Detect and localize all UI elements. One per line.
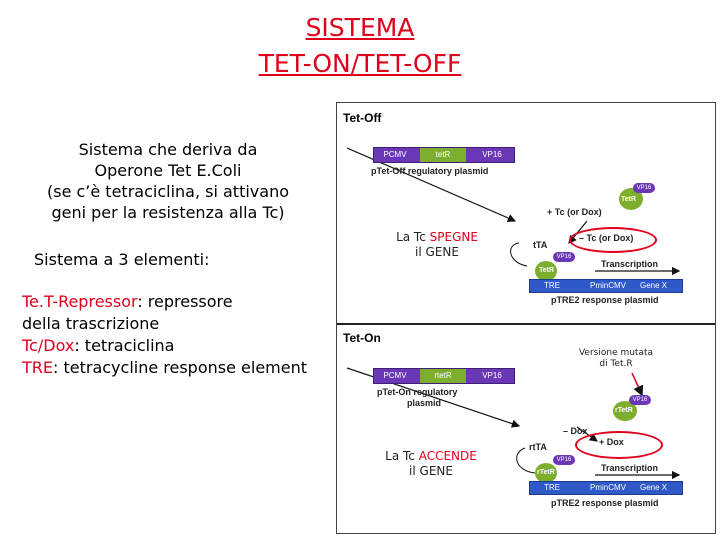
tet-on-curve bbox=[516, 447, 536, 474]
tet-on-activator: rtTA bbox=[529, 442, 547, 452]
tet-off-annotation-line-2: il GENE bbox=[415, 245, 459, 259]
tet-on-min-promoter: PminCMV bbox=[590, 483, 627, 492]
tet-off-annotation: La Tc SPEGNE il GENE bbox=[367, 230, 507, 260]
element-name: Te.T-Repressor bbox=[22, 292, 138, 311]
tet-off-protein-vp: VP16 bbox=[553, 252, 575, 262]
tet-off-plus-tc: + Tc (or Dox) bbox=[547, 207, 602, 217]
tet-on-response-label: pTRE2 response plasmid bbox=[551, 498, 659, 508]
tet-off-promoter: PCMV bbox=[383, 150, 407, 159]
element-desc: : repressore bbox=[137, 292, 233, 311]
element-desc: : tetracycline response element bbox=[53, 358, 308, 377]
tet-on-free-label: rTetR bbox=[615, 407, 633, 414]
tet-off-activator: tTA bbox=[533, 240, 548, 250]
tet-on-annotation-prefix: La Tc bbox=[385, 449, 415, 463]
tet-off-bound-label: TetR bbox=[621, 196, 637, 203]
tet-on-plasmid-label-2: plasmid bbox=[407, 398, 442, 408]
tet-on-free-vp: VP16 bbox=[629, 395, 651, 405]
tet-off-gene-x: Gene X bbox=[640, 281, 668, 290]
intro-line-1: Sistema che deriva da bbox=[78, 140, 258, 159]
tet-on-rtetr-gene: rtetR bbox=[420, 369, 466, 383]
tet-off-response-label: pTRE2 response plasmid bbox=[551, 295, 659, 305]
element-name: TRE bbox=[22, 358, 53, 377]
intro-line-4: geni per la resistenza alla Tc) bbox=[51, 203, 285, 222]
element-item: Te.T-Repressor: repressore bbox=[22, 291, 307, 313]
tet-off-plasmid-label: pTet-Off regulatory plasmid bbox=[371, 166, 489, 176]
tet-off-min-promoter: PminCMV bbox=[590, 281, 627, 290]
tet-on-plus-dox: + Dox bbox=[599, 437, 624, 447]
tet-off-response-plasmid: TRE PminCMV Gene X bbox=[529, 279, 683, 293]
tet-on-mutant-arrow bbox=[631, 372, 644, 397]
tet-on-annotation-key: ACCENDE bbox=[418, 449, 477, 463]
tet-on-minus-dox: – Dox bbox=[563, 426, 588, 436]
tet-on-mutant-line-2: di Tet.R bbox=[599, 359, 633, 369]
element-item: TRE: tetracycline response element bbox=[22, 357, 307, 379]
tet-on-annotation-line-2: il GENE bbox=[409, 464, 453, 478]
element-desc: della trascrizione bbox=[22, 314, 160, 333]
tet-off-annotation-key: SPEGNE bbox=[429, 230, 478, 244]
tet-off-annotation-line-1: La Tc SPEGNE bbox=[367, 230, 507, 245]
element-item: della trascrizione bbox=[22, 313, 307, 335]
intro-line-3: (se c’è tetraciclina, si attivano bbox=[46, 182, 289, 201]
tet-off-title: Tet-Off bbox=[343, 111, 382, 125]
tet-on-response-plasmid: TRE PminCMV Gene X bbox=[529, 481, 683, 495]
tet-off-annotation-prefix: La Tc bbox=[396, 230, 426, 244]
tet-off-protein bbox=[535, 261, 557, 281]
element-item: Tc/Dox: tetraciclina bbox=[22, 335, 307, 357]
tet-system-figure: Tet-Off PCMV tetR VP16 pTet-Off regulato… bbox=[336, 102, 716, 534]
tet-off-transcription: Transcription bbox=[601, 259, 659, 269]
tet-off-protein-label: TetR bbox=[539, 267, 555, 274]
tet-off-plasmid: PCMV tetR VP16 bbox=[373, 147, 515, 163]
tet-on-free-protein bbox=[613, 401, 637, 421]
tet-on-annotation-line-1: La Tc ACCENDE bbox=[361, 449, 501, 464]
tet-on-gene-x: Gene X bbox=[640, 483, 668, 492]
title-line-2: TET-ON/TET-OFF bbox=[258, 49, 462, 78]
tet-off-tetr-gene: tetR bbox=[420, 148, 466, 162]
tet-on-title: Tet-On bbox=[343, 331, 381, 345]
tet-off-bound-protein bbox=[619, 188, 643, 210]
title-line-1: SISTEMA bbox=[305, 13, 415, 42]
element-name: Tc/Dox bbox=[22, 336, 75, 355]
tet-off-vp16: VP16 bbox=[482, 150, 502, 159]
tet-on-annotation: La Tc ACCENDE il GENE bbox=[361, 449, 501, 479]
tet-on-mutant-line-1: Versione mutata bbox=[578, 348, 654, 358]
tet-on-promoter: PCMV bbox=[383, 371, 407, 380]
tet-off-curve bbox=[510, 242, 528, 267]
intro-text: Sistema che deriva da Operone Tet E.Coli… bbox=[18, 139, 318, 223]
tet-on-vp16: VP16 bbox=[482, 371, 502, 380]
tet-on-plasmid-label-1: pTet-On regulatory bbox=[377, 387, 458, 397]
intro-line-2: Operone Tet E.Coli bbox=[94, 161, 242, 180]
tet-off-minus-ellipse bbox=[569, 227, 657, 253]
panel-divider bbox=[337, 323, 715, 325]
element-desc: : tetraciclina bbox=[74, 336, 175, 355]
tet-off-bound-vp: VP16 bbox=[633, 183, 655, 193]
tet-on-plasmid: PCMV rtetR VP16 bbox=[373, 368, 515, 384]
tet-on-plus-ellipse bbox=[575, 431, 663, 459]
elements-list: Te.T-Repressor: repressore della trascri… bbox=[22, 291, 307, 379]
tet-off-minus-tc: – Tc (or Dox) bbox=[579, 233, 634, 243]
tet-on-protein-label: rTetR bbox=[537, 469, 555, 476]
tet-off-tre: TRE bbox=[544, 281, 560, 290]
tet-on-tre: TRE bbox=[544, 483, 560, 492]
tet-on-transcription: Transcription bbox=[601, 463, 659, 473]
tet-on-mutant-note: Versione mutata di Tet.R bbox=[561, 348, 671, 370]
tet-on-protein-vp: VP16 bbox=[553, 455, 575, 465]
elements-heading: Sistema a 3 elementi: bbox=[34, 250, 210, 269]
tet-on-protein bbox=[535, 463, 557, 483]
